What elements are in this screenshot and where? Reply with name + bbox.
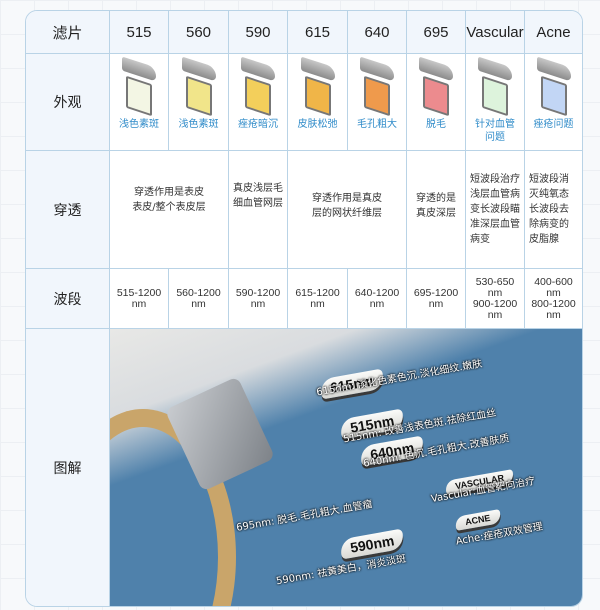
penetration-acne: 短波段消灭纯氧态长波段去除病变的皮脂腺 [525, 151, 582, 269]
appearance-vascular: 针对血管问题 [466, 54, 525, 151]
filter-acne-icon [535, 56, 573, 117]
wavelength-560: 560-1200 nm [169, 269, 229, 329]
appearance-caption: 针对血管问题 [475, 119, 515, 143]
wavelength-695: 695-1200 nm [407, 269, 466, 329]
wavelength-vascular: 530-650 nm 900-1200 nm [466, 269, 525, 329]
row-label-appearance: 外观 [26, 54, 110, 151]
wavelength-acne: 400-600 nm 800-1200 nm [525, 269, 582, 329]
appearance-acne: 痤疮问题 [525, 54, 582, 151]
filter-695-icon [417, 56, 455, 117]
filter-note-695: 695nm: 脱毛.毛孔粗大.血管瘤 [235, 499, 374, 534]
penetration-515-560: 穿透作用是表皮表皮/整个表皮层 [110, 151, 229, 269]
filter-515-icon [120, 56, 158, 117]
penetration-695: 穿透的是真皮深层 [407, 151, 466, 269]
filter-560-icon [180, 56, 218, 117]
header-label: 滤片 [26, 11, 110, 54]
penetration-615-640: 穿透作用是真皮层的网状纤维层 [288, 151, 407, 269]
wavelength-640: 640-1200 nm [348, 269, 407, 329]
appearance-640: 毛孔粗大 [348, 54, 407, 151]
appearance-caption: 皮肤松弛 [297, 119, 338, 130]
filter-tray-illustration: 615nm 615nm: 淡化色素色沉.淡化细纹.嫩肤 515nm 515nm:… [110, 329, 582, 606]
row-label-penetration: 穿透 [26, 151, 110, 269]
header-695: 695 [407, 11, 466, 54]
appearance-590: 痤疮暗沉 [229, 54, 288, 151]
header-vascular: Vascular [466, 11, 525, 54]
header-640: 640 [348, 11, 407, 54]
row-label-wavelength: 波段 [26, 269, 110, 329]
header-515: 515 [110, 11, 169, 54]
penetration-vascular: 短波段治疗浅层血管病变长波段瞄准深层血管病变 [466, 151, 525, 269]
header-560: 560 [169, 11, 229, 54]
appearance-caption: 浅色素斑 [178, 119, 219, 130]
header-590: 590 [229, 11, 288, 54]
appearance-615: 皮肤松弛 [288, 54, 348, 151]
appearance-515: 浅色素斑 [110, 54, 169, 151]
appearance-caption: 痤疮暗沉 [238, 119, 278, 130]
appearance-caption: 毛孔粗大 [357, 119, 397, 130]
wavelength-590: 590-1200 nm [229, 269, 288, 329]
filter-615-icon [299, 56, 337, 117]
appearance-560: 浅色素斑 [169, 54, 229, 151]
filter-vascular-icon [476, 56, 514, 117]
filter-640-icon [358, 56, 396, 117]
appearance-caption: 浅色素斑 [119, 119, 159, 130]
wavelength-615: 615-1200 nm [288, 269, 348, 329]
wavelength-515: 515-1200 nm [110, 269, 169, 329]
penetration-590: 真皮浅层毛细血管网层 [229, 151, 288, 269]
header-acne: Acne [525, 11, 582, 54]
appearance-caption: 痤疮问题 [533, 119, 574, 130]
appearance-caption: 脱毛 [426, 119, 446, 130]
header-615: 615 [288, 11, 348, 54]
filter-590-icon [239, 56, 277, 117]
filter-comparison-table: 滤片 515 560 590 615 640 695 Vascular Acne… [25, 10, 583, 607]
row-label-illustration: 图解 [26, 329, 110, 606]
appearance-695: 脱毛 [407, 54, 466, 151]
